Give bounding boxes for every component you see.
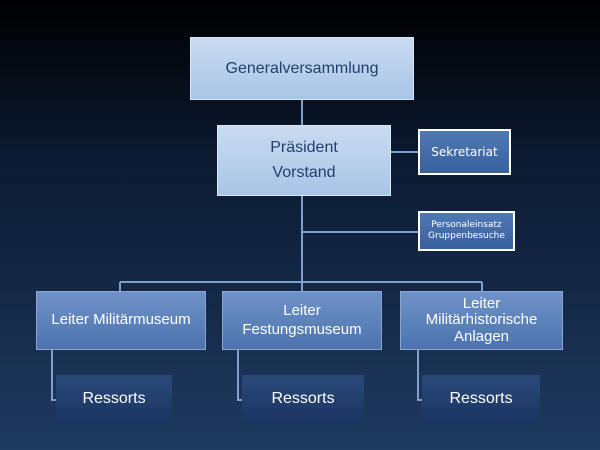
node-vorstand-label: Vorstand <box>272 163 336 181</box>
node-ressorts-right-label: Ressorts <box>449 390 513 407</box>
connector-ressorts-center <box>237 350 242 401</box>
node-sekretariat: Sekretariat <box>418 129 511 175</box>
node-gruppenbesuche-label: Gruppenbesuche <box>428 231 505 241</box>
node-sekretariat-label: Sekretariat <box>431 144 498 159</box>
node-anlagen-line3: Anlagen <box>453 327 510 345</box>
node-anlagen-line1: Leiter <box>462 294 501 312</box>
node-generalversammlung: Generalversammlung <box>190 37 414 100</box>
node-personaleinsatz-label: Personaleinsatz <box>431 219 502 230</box>
node-leiter-festungsmuseum: Leiter Festungsmuseum <box>222 291 382 350</box>
node-festungsmuseum-line1: Leiter <box>283 301 321 319</box>
node-praesident-label: Präsident <box>270 138 338 156</box>
node-ressorts-right: Ressorts <box>422 375 540 423</box>
node-praesident-vorstand: Präsident Vorstand <box>217 125 391 196</box>
node-personaleinsatz: Personaleinsatz Gruppenbesuche <box>418 211 515 251</box>
node-ressorts-left: Ressorts <box>56 375 172 423</box>
node-militaermuseum-label: Leiter Militärmuseum <box>51 311 191 329</box>
node-festungsmuseum-line2: Festungsmuseum <box>242 320 362 338</box>
connector-ressorts-right <box>417 350 422 401</box>
node-leiter-anlagen: Leiter Militärhistorische Anlagen <box>400 291 563 350</box>
connector-ressorts-left <box>51 350 56 401</box>
node-anlagen-line2: Militärhistorische <box>425 311 538 329</box>
node-generalversammlung-label: Generalversammlung <box>225 59 379 77</box>
node-ressorts-center: Ressorts <box>242 375 364 423</box>
node-ressorts-left-label: Ressorts <box>82 390 146 407</box>
node-ressorts-center-label: Ressorts <box>271 390 335 407</box>
node-leiter-militaermuseum: Leiter Militärmuseum <box>36 291 206 350</box>
